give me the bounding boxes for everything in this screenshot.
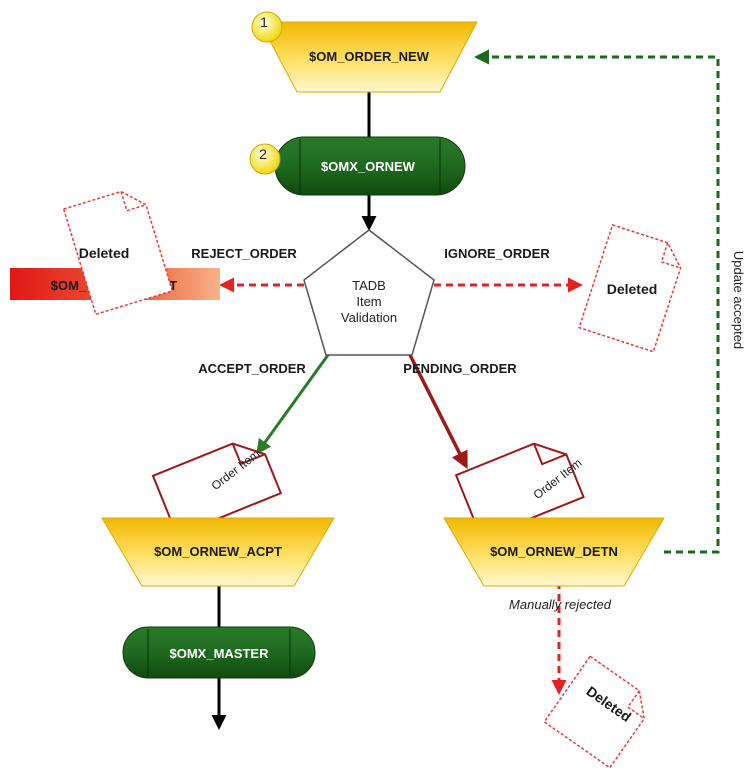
edge-label-reject: REJECT_ORDER [191,246,297,261]
edge-label-update-accepted: Update accepted [731,251,746,349]
step-badge-1 [251,11,283,43]
deleted-document-ignore-label: Deleted [607,281,658,297]
step-badge-2 [249,143,281,175]
edge-pending [408,354,468,470]
queue-om-order-new[interactable] [259,21,478,93]
queue-om-ornew-acpt-label: $OM_ORNEW_ACPT [154,544,282,559]
step-badge-2-label: 2 [259,146,267,162]
deleted-document-reject-label: Deleted [79,245,130,261]
queue-om-order-new-label: $OM_ORDER_NEW [309,49,430,64]
validation-label-line-3: Validation [341,310,397,325]
edge-label-manually-rejected: Manually rejected [509,597,612,612]
edge-label-accept: ACCEPT_ORDER [198,361,306,376]
process-omx-master-label: $OMX_MASTER [170,646,270,661]
deleted-document-reject [62,190,174,316]
validation-label-line-1: TADB [352,278,386,293]
edge-update-accepted [474,49,720,554]
process-omx-master[interactable] [122,626,316,679]
deleted-document-ignore [578,223,682,353]
process-omx-ornew-label: $OMX_ORNEW [321,159,416,174]
validation-node[interactable] [303,229,435,356]
edge-label-pending: PENDING_ORDER [403,361,517,376]
validation-label-line-2: Item [356,294,381,309]
queue-om-ornew-acpt[interactable] [101,517,335,587]
edge-accept [256,354,330,455]
deleted-document-manual [543,655,646,769]
queue-om-ornew-detn[interactable] [443,517,665,587]
edge-label-ignore: IGNORE_ORDER [444,246,550,261]
step-badge-1-label: 1 [260,14,268,30]
queue-om-ornew-detn-label: $OM_ORNEW_DETN [490,544,618,559]
